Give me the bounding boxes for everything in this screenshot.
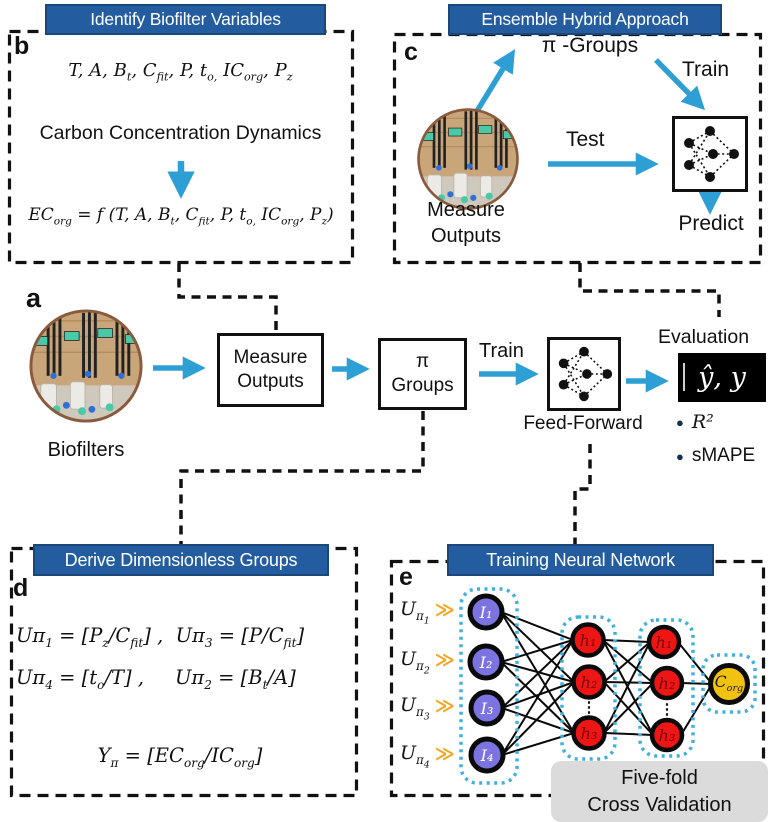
input-node-label: I₁ bbox=[479, 603, 493, 622]
hidden-node-label: h₂ bbox=[581, 673, 598, 692]
input-label-u-pi1: Uπ1 bbox=[400, 598, 430, 627]
test-label: Test bbox=[566, 128, 605, 151]
panel-d-header: Derive Dimensionless Groups bbox=[33, 544, 329, 576]
connector-panelc-to-evaluation bbox=[578, 263, 721, 317]
panel-c-header-label: Ensemble Hybrid Approach bbox=[481, 9, 689, 29]
carbon-dynamics-label: Carbon Concentration Dynamics bbox=[39, 122, 322, 144]
chevron-icon: ≫ bbox=[434, 742, 455, 765]
input-row-2: Uπ2 ≫ bbox=[400, 648, 455, 677]
train-label-a: Train bbox=[479, 340, 524, 362]
measure-outputs-caption: Measure Outputs bbox=[405, 197, 527, 249]
hidden-node-label: h₃ bbox=[659, 726, 676, 745]
pi-groups-box-line2: Groups bbox=[391, 375, 454, 396]
connector-panelb-to-measure bbox=[177, 263, 278, 332]
pi-group-formula-2: Uπ4 = [to/T] , Uπ2 = [Bt/A] bbox=[16, 666, 296, 692]
measure-outputs-box-line1: Measure bbox=[233, 347, 308, 369]
bullet-icon: ● bbox=[676, 414, 684, 430]
output-node-label: Corg bbox=[714, 673, 744, 695]
measure-outputs-box-line2: Outputs bbox=[237, 371, 304, 392]
evaluation-label: Evaluation bbox=[658, 326, 750, 348]
measure-outputs-caption-line1: Measure bbox=[427, 199, 505, 221]
input-label-u-pi4: Uπ4 bbox=[400, 742, 430, 771]
connector-feedforward-to-panele bbox=[573, 444, 592, 560]
pi-group-formula-3: Yπ = [ECorg/ICorg] bbox=[97, 744, 263, 770]
ecorg-equation: ECorg = f (T, A, Bt, Cfit, P, to, ICorg,… bbox=[28, 205, 334, 228]
panel-d-header-label: Derive Dimensionless Groups bbox=[64, 549, 298, 570]
input-nodes bbox=[467, 593, 506, 774]
input-node-label: I₂ bbox=[479, 653, 493, 672]
input-label-u-pi2: Uπ2 bbox=[400, 648, 430, 677]
measure-outputs-caption-line2: Outputs bbox=[430, 225, 502, 247]
hidden-node-label: h₃ bbox=[581, 724, 598, 743]
panel-d-letter: d bbox=[13, 574, 29, 602]
pi-groups-label: π -Groups bbox=[541, 34, 639, 57]
input-row-4: Uπ4 ≫ bbox=[400, 742, 455, 771]
train-label-c: Train bbox=[682, 58, 730, 81]
biofilters-photo bbox=[29, 309, 143, 423]
biofilters-caption: Biofilters bbox=[47, 439, 125, 461]
panel-c-letter: c bbox=[404, 38, 418, 66]
chevron-icon: ≫ bbox=[434, 648, 455, 671]
yhat-y-text: ŷ, y bbox=[698, 362, 746, 393]
feed-forward-label: Feed-Forward bbox=[523, 413, 643, 434]
panel-a-letter: a bbox=[26, 283, 42, 313]
hidden2-ellipsis: ⋮ bbox=[660, 701, 675, 718]
input-node-label: I₃ bbox=[480, 699, 494, 718]
hidden-node-label: h₁ bbox=[580, 631, 597, 650]
pi-groups-box: π Groups bbox=[378, 338, 467, 410]
biofilter-variables-list: T, A, Bt, Cfit, P, to, ICorg, Pz bbox=[68, 60, 293, 84]
panel-b-header-label: Identify Biofilter Variables bbox=[90, 9, 281, 29]
neural-network-icon bbox=[684, 126, 739, 182]
pi-group-formula-1: Uπ1 = [Pz/Cfit] , Uπ3 = [P/Cfit] bbox=[16, 624, 305, 650]
hidden-node-label: h₂ bbox=[659, 674, 676, 693]
metric-smape: ● sMAPE bbox=[676, 445, 755, 467]
input-row-1: Uπ1 ≫ bbox=[400, 598, 455, 627]
feed-forward-box bbox=[547, 337, 621, 411]
measure-outputs-box: Measure Outputs bbox=[217, 333, 324, 407]
panel-c-header: Ensemble Hybrid Approach bbox=[448, 4, 722, 35]
panel-b-letter: b bbox=[14, 32, 30, 60]
input-node-label: I₄ bbox=[480, 746, 494, 765]
panel-b-header: Identify Biofilter Variables bbox=[45, 4, 326, 35]
input-label-u-pi3: Uπ3 bbox=[400, 694, 430, 723]
chevron-icon: ≫ bbox=[434, 694, 455, 717]
panel-e-header: Training Neural Network bbox=[447, 544, 714, 576]
bullet-icon: ● bbox=[676, 448, 684, 464]
input-row-3: Uπ3 ≫ bbox=[400, 694, 455, 723]
ensemble-network-box bbox=[672, 116, 748, 192]
hidden1-ellipsis: ⋮ bbox=[582, 699, 597, 716]
hidden-node-label: h₁ bbox=[656, 633, 673, 652]
cross-validation-line2: Cross Validation bbox=[587, 793, 732, 816]
feed-forward-network-icon bbox=[558, 346, 613, 402]
cross-validation-line1: Five-fold bbox=[621, 766, 698, 789]
cross-validation-box: Five-fold Cross Validation bbox=[551, 761, 768, 822]
smape-label: sMAPE bbox=[691, 445, 756, 466]
connector-pigroups-to-paneld bbox=[179, 411, 425, 547]
chevron-icon: ≫ bbox=[434, 598, 455, 621]
panel-e-header-label: Training Neural Network bbox=[486, 549, 675, 570]
pi-groups-box-line1: π bbox=[415, 351, 430, 373]
predict-label: Predict bbox=[678, 212, 744, 235]
metric-r2: ● R² bbox=[676, 411, 714, 433]
eval-box-tick bbox=[683, 363, 685, 391]
evaluation-output-box: ŷ, y bbox=[678, 353, 766, 402]
r2-label: R² bbox=[691, 411, 714, 433]
